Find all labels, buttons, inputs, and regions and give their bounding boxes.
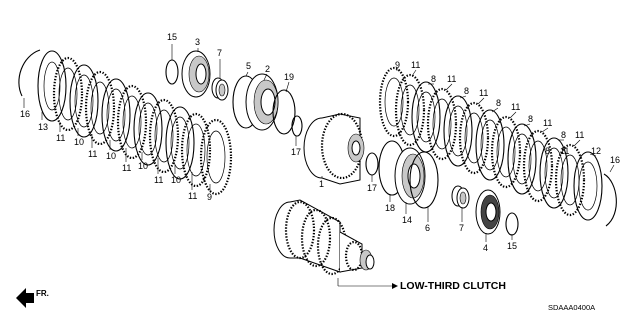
front-direction-indicator: FR. [16,288,49,308]
callout-8: 8 [431,74,436,84]
callout-16: 16 [610,155,620,165]
callout-10: 10 [74,137,84,147]
snap-ring-16-left [18,49,41,97]
clutch-disc-11-right-3 [458,101,490,175]
callout-6: 6 [425,223,430,233]
end-plate-12 [573,151,603,221]
callout-11: 11 [122,163,131,173]
clutch-plate-8-right-2 [443,95,473,167]
center-upper-leader-lines [171,44,323,178]
callout-8: 8 [496,98,501,108]
callout-9: 9 [395,60,400,70]
clutch-piston-2 [245,73,279,131]
diagram-title: LOW-THIRD CLUTCH [400,280,506,292]
seal-7-lower [451,185,470,209]
callout-16: 16 [20,109,30,119]
right-leader-lines [396,69,615,173]
seal-7-top [211,77,229,101]
clutch-plate-10-left-2 [101,78,131,152]
clutch-disc-11-left-3 [116,84,148,160]
title-arrow [392,283,398,289]
clutch-disc-11-right-2 [426,87,458,161]
right-clutch-pack [378,66,617,227]
callout-11: 11 [188,191,197,201]
center-lower-leader-lines [371,175,513,242]
clutch-plate-8-right-5 [539,137,569,209]
callout-10: 10 [171,175,181,185]
callout-11: 11 [479,88,488,98]
callout-8: 8 [464,86,469,96]
snap-ring-15-top [165,59,179,85]
callout-3: 3 [195,37,200,47]
snap-ring-15-lower [505,212,519,236]
clutch-disc-11-left-1 [52,56,84,132]
center-upper-parts [165,50,365,185]
callout-11: 11 [575,130,584,140]
piston-3 [181,50,211,98]
snap-ring-16-right [603,173,617,227]
callout-5: 5 [246,61,251,71]
callout-17: 17 [367,183,377,193]
left-clutch-pack [18,49,233,196]
clutch-plate-8-right-1 [411,81,441,153]
callout-11: 11 [154,175,163,185]
clutch-disc-11-right-4 [490,115,522,189]
callout-14: 14 [402,215,412,225]
callout-labels: 16 13 11 10 11 10 11 10 11 10 11 9 15 3 … [20,32,620,253]
callout-13: 13 [38,122,48,132]
center-lower-parts [365,140,519,236]
o-ring-17-lower [365,152,379,176]
callout-11: 11 [447,74,456,84]
callout-4: 4 [483,243,488,253]
diagram-code: SDAAA0400A [548,303,595,312]
callout-19: 19 [284,72,294,82]
callout-8: 8 [528,114,533,124]
clutch-disc-11-right-1 [394,73,426,147]
callout-10: 10 [138,161,148,171]
callout-15: 15 [167,32,177,42]
callout-10: 10 [106,151,116,161]
clutch-plate-8-right-4 [507,123,537,195]
end-plate-9-right [378,66,410,138]
front-label: FR. [36,289,49,298]
clutch-plate-10-left-3 [133,92,163,166]
callout-9: 9 [207,192,212,202]
left-leader-lines [23,98,211,191]
callout-8: 8 [561,130,566,140]
clutch-plate-10-left-1 [69,64,99,138]
callout-11: 11 [511,102,520,112]
callout-18: 18 [385,203,395,213]
clutch-disc-11-left-2 [84,70,116,146]
clutch-disc-11-right-5 [522,129,554,203]
callout-8: 8 [545,146,550,156]
front-arrow-icon [16,288,34,308]
spring-retainer-4 [475,189,501,235]
o-ring-17-top [291,115,303,137]
end-plate-13 [37,50,67,122]
callout-7: 7 [217,48,222,58]
callout-11: 11 [88,149,97,159]
clutch-disc-11-left-4 [148,98,180,174]
clutch-plate-8-right-3 [475,109,505,181]
clutch-plate-10-left-4 [165,106,195,180]
callout-15: 15 [507,241,517,251]
clutch-drum-1 [303,112,365,185]
callout-11: 11 [543,118,552,128]
ring-19 [272,89,296,135]
end-plate-9-left [199,118,233,196]
callout-17: 17 [291,147,301,157]
clutch-disc-11-left-5 [180,112,212,188]
callout-7: 7 [459,223,464,233]
callout-11: 11 [411,60,420,70]
callout-12: 12 [591,146,601,156]
callout-2: 2 [265,64,270,74]
callout-11: 11 [56,133,65,143]
low-third-clutch-assembly [273,199,375,276]
callout-11: 11 [560,146,569,156]
callout-1: 1 [319,179,324,189]
